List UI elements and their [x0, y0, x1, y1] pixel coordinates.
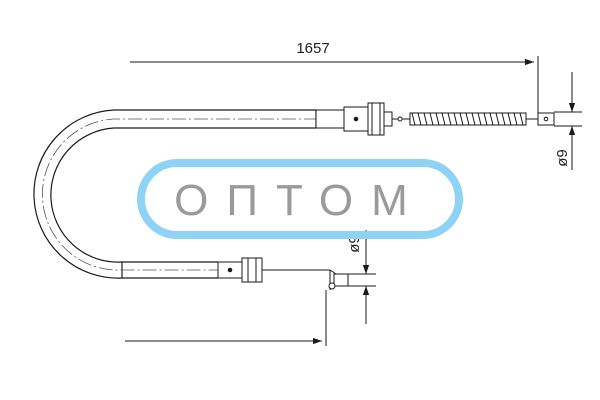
bottom-end-nipple	[333, 273, 349, 287]
top-end-fitting	[315, 102, 555, 136]
top-diameter-label: ø9	[554, 149, 571, 167]
top-nut	[367, 102, 385, 136]
length-label: 1657	[296, 40, 329, 57]
bottom-diameter-label: ø9	[346, 235, 363, 253]
bottom-reference-dimension	[125, 290, 327, 346]
center-line	[41, 118, 326, 271]
bottom-nut	[241, 257, 263, 283]
length-dimension: 1657	[130, 40, 539, 114]
cable-sheath	[33, 109, 317, 279]
bottom-diameter-dimension: ø9	[346, 230, 376, 324]
watermark-text: ОПТОМ	[174, 176, 426, 225]
top-collar	[383, 111, 393, 127]
watermark-border	[137, 159, 463, 239]
watermark: ОПТОМ	[137, 159, 463, 239]
top-ferrule	[315, 109, 345, 129]
bottom-end-fitting	[217, 257, 349, 290]
top-diameter-dimension: ø9	[554, 72, 582, 170]
